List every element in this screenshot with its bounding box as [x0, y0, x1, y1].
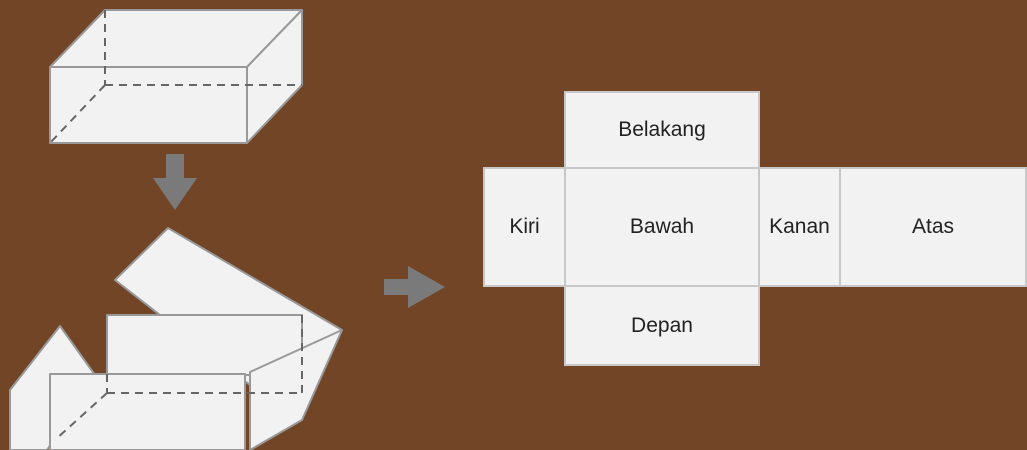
face-bottom: Bawah [564, 167, 760, 287]
face-back: Belakang [564, 91, 760, 169]
face-top: Atas [839, 167, 1027, 287]
unfolding-cuboid [9, 227, 343, 450]
face-front: Depan [564, 285, 760, 366]
down-arrow-icon [153, 154, 197, 210]
face-right: Kanan [758, 167, 841, 287]
face-left: Kiri [483, 167, 566, 287]
closed-cuboid [49, 9, 303, 144]
right-arrow-icon [384, 266, 445, 308]
